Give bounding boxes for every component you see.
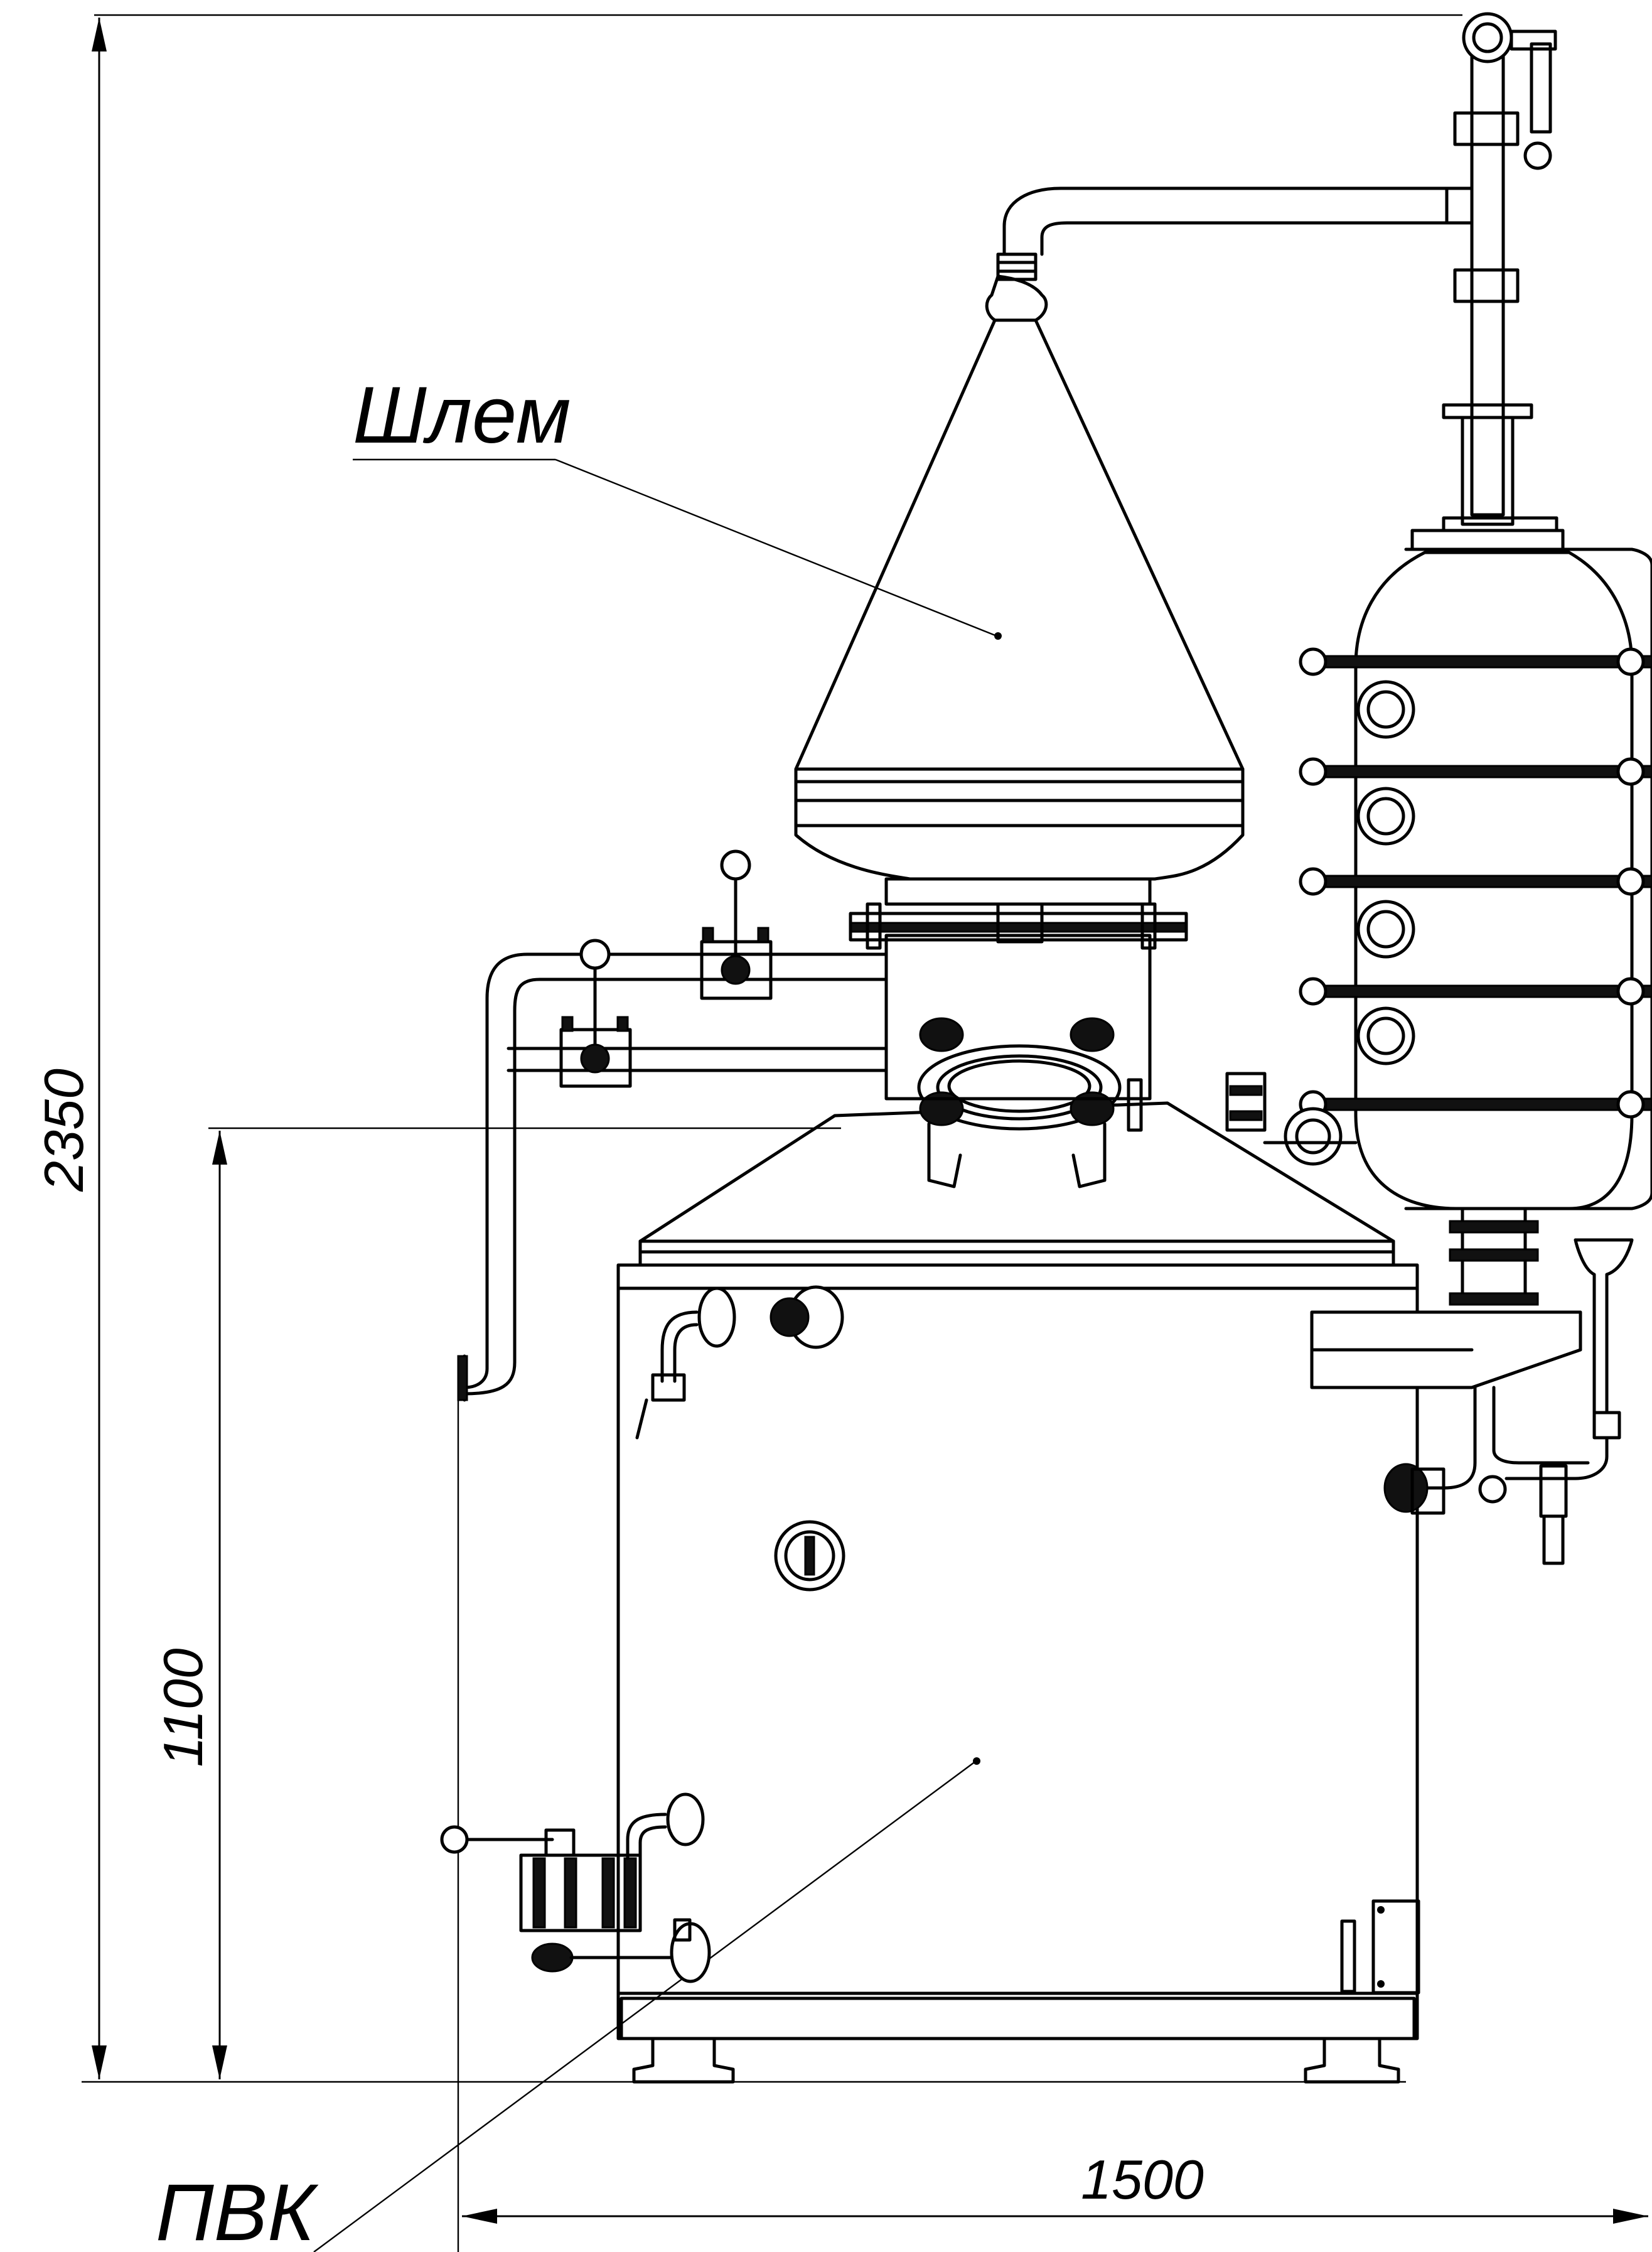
dimension-width-label: 1500 [1081, 2148, 1204, 2211]
helmet-leader [353, 458, 1002, 640]
helmet-label: Шлем [353, 370, 571, 460]
column-body [1284, 547, 1652, 1210]
left-pipe-bypass [457, 952, 888, 1402]
helmet-neck [849, 877, 1188, 1101]
column-outlet [1310, 1207, 1634, 1565]
vapor-pipe [1002, 186, 1474, 256]
column-flanges [1299, 647, 1652, 1119]
dimension-boiler-height-label: 1100 [152, 1648, 214, 1767]
helmet [794, 252, 1245, 881]
upper-sample-tap [635, 1286, 736, 1440]
valve-upper [700, 849, 773, 1000]
column-sight-glasses [1356, 680, 1415, 1065]
boiler-body [616, 1263, 1420, 2084]
level-indicator-knob [770, 1285, 844, 1349]
pvk-leader [313, 1757, 980, 2252]
drain-assembly [440, 1792, 711, 1983]
pressure-valve [1225, 1072, 1358, 1145]
pvk-label: ПВК [156, 2168, 319, 2252]
dimension-total-height [82, 14, 1462, 2083]
dimension-width [457, 1381, 1648, 2252]
dimension-boiler-height [208, 1127, 841, 2079]
manhole-clamp-knobs [919, 1017, 1143, 1188]
boiler-lid [638, 1101, 1395, 1267]
dephlegmator-pipe [1410, 12, 1565, 551]
valve-lower [559, 939, 632, 1088]
thermometer-gauge [774, 1520, 845, 1592]
manhole [917, 1044, 1122, 1131]
dimension-total-height-label: 2350 [33, 1069, 95, 1192]
